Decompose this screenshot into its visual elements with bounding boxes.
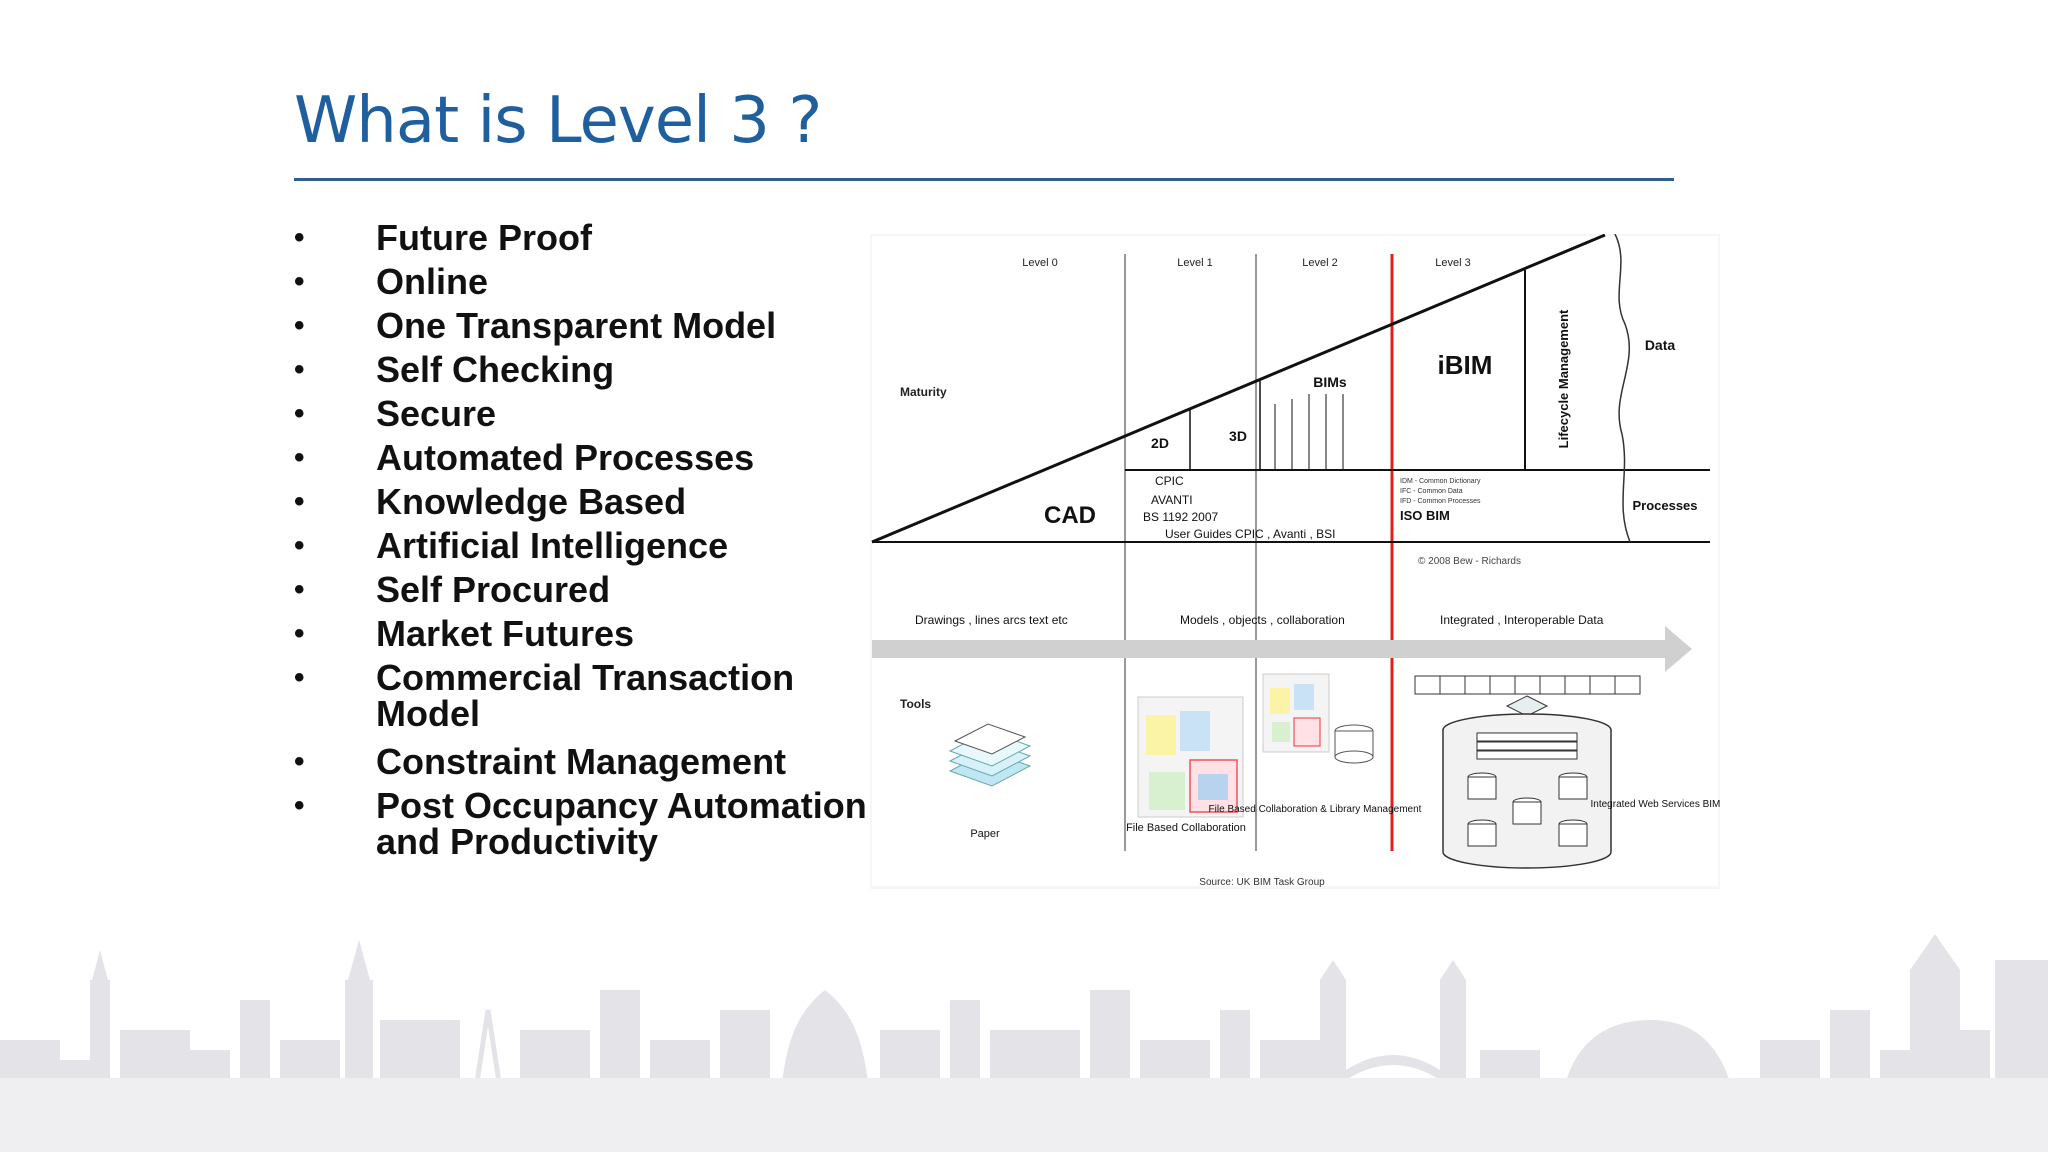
stage-label-drawings: Drawings , lines arcs text etc <box>915 613 1068 627</box>
iso-bim-label: ISO BIM <box>1400 508 1450 523</box>
standard-cpic: CPIC <box>1155 474 1184 488</box>
copyright-label: © 2008 Bew - Richards <box>1418 556 1521 567</box>
progress-arrow <box>872 626 1692 672</box>
file-based-label-line: File Based Collaboration <box>1126 822 1246 834</box>
bim-hub-database-icon <box>1414 675 1641 869</box>
bullet-item: •Online <box>294 261 489 302</box>
level3-note: IFC - Common Data <box>1400 488 1463 495</box>
bullet-item: •Knowledge Based <box>294 481 687 522</box>
bullet-list: •Future Proof •Online •One Transparent M… <box>294 220 874 868</box>
data-boundary-curve <box>1614 234 1631 543</box>
maturity-wedge-line <box>871 234 1606 544</box>
level-2-label: Level 2 <box>1302 257 1337 269</box>
bullet-item: •Self Procured <box>294 569 611 610</box>
bullet-item: •Artificial Intelligence <box>294 525 729 566</box>
stage-label-models: Models , objects , collaboration <box>1180 613 1345 627</box>
tools-label: Tools <box>900 697 931 711</box>
file-collaboration-image <box>1137 696 1244 818</box>
bullet-item: •Post Occupancy Automation and Productiv… <box>294 785 867 862</box>
2d-label: 2D <box>1151 435 1169 451</box>
title-divider <box>294 178 1674 181</box>
standard-bs1192: BS 1192 2007 <box>1143 510 1219 524</box>
bullet-item: •Automated Processes <box>294 437 755 478</box>
bim-maturity-diagram: Level 0 Level 1 Level 2 Level 3 Maturity… <box>870 234 1720 889</box>
bims-label: BIMs <box>1313 374 1347 390</box>
level-3-label: Level 3 <box>1435 257 1470 269</box>
maturity-label: Maturity <box>900 385 947 399</box>
ibim-label: iBIM <box>1438 350 1493 380</box>
level-0-label: Level 0 <box>1022 257 1057 269</box>
footer-band <box>0 1078 2048 1152</box>
bullet-item: •One Transparent Model <box>294 305 777 346</box>
level3-note: IFD - Common Processes <box>1400 498 1481 505</box>
slide-title: What is Level 3 ? <box>294 84 822 158</box>
bullet-item: •Secure <box>294 393 497 434</box>
library-collaboration-image <box>1262 673 1374 764</box>
stage-label-integrated: Integrated , Interoperable Data <box>1440 613 1604 627</box>
bullet-item: •Market Futures <box>294 613 635 654</box>
standard-user-guides: User Guides CPIC , Avanti , BSI <box>1165 527 1336 541</box>
bullet-item: •Commercial Transaction Model <box>294 657 795 734</box>
3d-label: 3D <box>1229 428 1247 444</box>
data-label: Data <box>1645 337 1676 353</box>
processes-label: Processes <box>1632 498 1697 513</box>
bullet-item: •Self Checking <box>294 349 615 390</box>
diagram-source-label: Source: UK BIM Task Group <box>1199 877 1325 888</box>
standard-avanti: AVANTI <box>1151 493 1193 507</box>
level-1-label: Level 1 <box>1177 257 1212 269</box>
paper-label: Paper <box>970 828 1000 840</box>
bim-hub-label: Integrated Web Services BIM Hub <box>1591 799 1721 810</box>
bullet-item: •Future Proof <box>294 217 592 258</box>
cad-label: CAD <box>1044 502 1096 529</box>
paper-stack-icon <box>948 723 1032 787</box>
level3-note: IDM - Common Dictionary <box>1400 478 1481 485</box>
file-based-library-label: File Based Collaboration & Library Manag… <box>1209 804 1422 815</box>
lifecycle-management-label: Lifecycle Management <box>1556 309 1571 448</box>
bullet-item: •Constraint Management <box>294 741 787 782</box>
file-based-label-1: File Based Collaboration <box>1126 822 1246 834</box>
